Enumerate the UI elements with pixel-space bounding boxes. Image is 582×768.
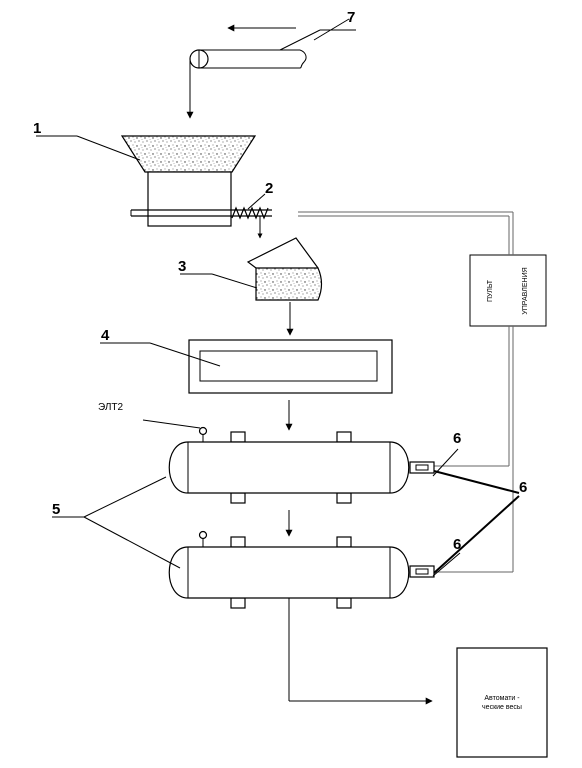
label-4: 4 [101,327,110,344]
dryer-unit [188,339,393,431]
label-1: 1 [33,120,41,137]
control-panel: ПУЛЬТ УПРАВЛЕНИЯ [298,211,547,573]
leader-lines [36,18,520,577]
label-6-right: 6 [519,479,527,496]
conveyor-belt [186,24,356,119]
scales-label-1: Автомати - [484,695,520,702]
hopper [120,135,272,227]
output-line [288,598,433,705]
label-7: 7 [347,9,355,26]
thermometer [198,530,208,540]
label-5: 5 [52,501,60,518]
chute [246,237,323,336]
scales-label-2: ческие весы [482,704,522,711]
label-3: 3 [178,258,186,275]
heater-element [409,565,435,578]
label-6-lower: 6 [453,536,461,553]
label-6-upper: 6 [453,430,461,447]
control-panel-label-2: УПРАВЛЕНИЯ [522,267,529,314]
vessel-upper [168,426,435,504]
label-elt2: ЭЛТ2 [98,402,124,413]
heater-element [409,461,435,474]
screw-feeder [231,206,269,239]
thermometer [198,426,208,436]
vessel-lower [168,510,435,609]
control-panel-label-1: ПУЛЬТ [487,279,494,302]
automatic-scales: Автомати - ческие весы [456,647,548,758]
label-2: 2 [265,180,273,197]
